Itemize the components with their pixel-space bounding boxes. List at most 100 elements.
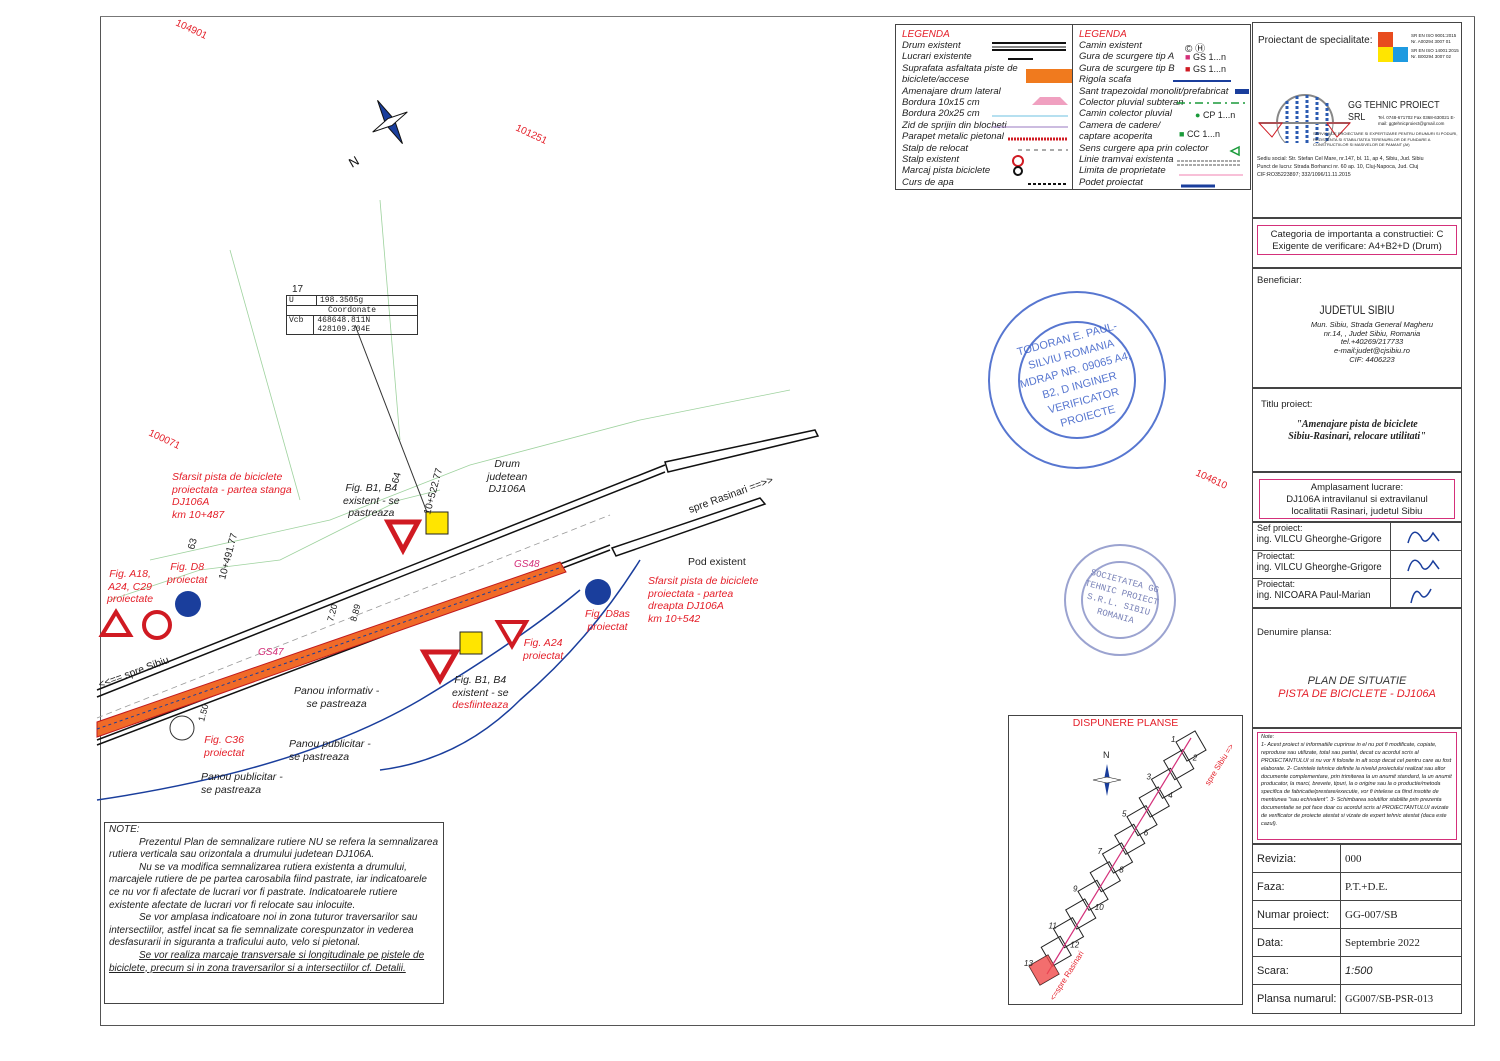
key-map-sheet-number: 10 <box>1095 903 1104 912</box>
legend-item: Limita de proprietate <box>1079 165 1166 177</box>
frame-top-line <box>100 16 1475 17</box>
width-7-20: 7.20 <box>325 603 339 623</box>
drawing-frame <box>100 16 1475 1026</box>
key-map-sheet <box>1114 823 1146 856</box>
info-row-scara: Scara:1:500 <box>1253 956 1461 985</box>
legend-right-symbols <box>1173 80 1249 188</box>
u-value: 198.3505g <box>320 296 364 305</box>
north-label: N <box>346 153 362 171</box>
sheet-name: PLAN DE SITUATIE <box>1307 675 1407 687</box>
legend-title: LEGENDA <box>902 29 950 40</box>
key-map-sheet-number: 7 <box>1098 847 1103 856</box>
legend-item: biciclete/accese <box>902 74 970 86</box>
vcb-value: 468648.811N 428109.304E <box>317 316 371 334</box>
info-row-plansa: Plansa numarul:GG007/SB-PSR-013 <box>1253 985 1461 1013</box>
gs-a-symbol: ■ GS 1...n <box>1185 52 1226 62</box>
legend-item: Bordura 20x25 cm <box>902 108 980 120</box>
company-logo <box>1257 94 1352 143</box>
legend-item: Camera de cadere/ <box>1079 119 1161 131</box>
designer-block: Proiectant de specialitate: SR EN ISO 90… <box>1252 22 1462 218</box>
beneficiary-name: JUDETUL SIBIU <box>1319 303 1395 317</box>
info-row-revizia: Revizia:000 <box>1253 844 1461 873</box>
parcel-104901: 104901 <box>174 18 209 42</box>
legend-box: LEGENDA Drum existent Lucrari existente … <box>895 24 1251 190</box>
key-map-sheet-number: 9 <box>1073 884 1078 893</box>
key-map-sheet-number: 4 <box>1168 791 1173 800</box>
info-row-numar: Numar proiect:GG-007/SB <box>1253 900 1461 929</box>
label-panou-publicitar-1: Panou publicitar -se pastreaza <box>289 738 371 763</box>
parcel-101251: 101251 <box>514 123 549 147</box>
signatures <box>1407 531 1440 604</box>
beneficiary-address: nr.14, , Judet Sibiu, Romania <box>1323 328 1421 338</box>
vcb-label: Vcb <box>287 316 315 334</box>
info-table: Revizia:000 Faza:P.T.+D.E. Numar proiect… <box>1252 844 1462 1014</box>
key-map-title: DISPUNERE PLANSE <box>1072 717 1179 729</box>
cc-symbol: ■ CC 1...n <box>1179 129 1220 139</box>
person-row: Sef proiect: ing. VILCU Gheorghe-Grigore <box>1253 523 1461 551</box>
profile-64: 64 <box>390 471 404 485</box>
legend-item: Lucrari existente <box>902 51 972 63</box>
designer-label: Proiectant de specialitate: <box>1258 35 1373 46</box>
project-title-block: Titlu proiect: "Amenajare pista de bicic… <box>1252 388 1462 472</box>
coord-label: Coordonate <box>287 306 417 316</box>
legend-item: Drum existent <box>902 40 961 51</box>
legend-item: Linie tramvai existenta <box>1079 154 1174 166</box>
person-row: Proiectat: ing. VILCU Gheorghe-Grigore <box>1253 551 1461 579</box>
address-sediu: Sediu social: Str. Stefan Cel Mare, nr.1… <box>1257 156 1424 162</box>
verifier-stamp <box>988 291 1166 469</box>
width-1-50: 1.50 <box>196 703 210 723</box>
legend-item: Stalp de relocat <box>902 142 969 154</box>
key-map-sheet-number: 8 <box>1119 866 1124 875</box>
legend-item: Marcaj pista biciclete <box>902 165 991 177</box>
property-lines <box>109 199 791 601</box>
km-10-491: 10+491.77 <box>217 532 240 581</box>
beneficiary-cif: CIF: 4406223 <box>1349 354 1395 364</box>
key-map-sheet-number: 13 <box>1024 959 1033 968</box>
legend-item: Sant trapezoidal monolit/prefabricat <box>1079 85 1229 97</box>
key-map-sheet <box>1150 767 1183 800</box>
company-cif: CIF:RO35223897; 332/1096/11.11.2015 <box>1257 172 1351 178</box>
key-map-sheet-number: 1 <box>1171 735 1175 744</box>
company-contact: Tel. 0748-671702 Fax 0368-630021 E-mail:… <box>1378 115 1456 126</box>
company-name: GG TEHNIC PROIECT SRL <box>1348 99 1440 123</box>
width-8-89: 8.89 <box>348 603 362 623</box>
beneficiary-address: Mun. Sibiu, Strada General Magheru <box>1310 320 1434 329</box>
label-panou-informativ: Panou informativ -se pastreaza <box>294 685 380 710</box>
key-map-sheet <box>1175 730 1207 762</box>
project-title-label: Titlu proiect: <box>1261 399 1313 410</box>
legend-title: LEGENDA <box>1079 29 1127 40</box>
bike-path <box>96 561 567 738</box>
label-panou-publicitar-2: Panou publicitar -se pastreaza <box>201 771 283 796</box>
key-map-sheet <box>1052 916 1085 949</box>
location-value: localitatii Rasinari, judetul Sibiu <box>1291 506 1423 517</box>
beneficiary-block: Beneficiar: JUDETUL SIBIU Mun. Sibiu, St… <box>1252 268 1462 388</box>
main-note-title: NOTE: <box>109 824 140 835</box>
sheet-name-label: Denumire plansa: <box>1257 627 1332 638</box>
category-block: Categoria de importanta a constructiei: … <box>1252 218 1462 268</box>
key-map-sheet <box>1126 804 1158 837</box>
profile-63: 63 <box>186 537 200 551</box>
beneficiary-email: e-mail:judet@cjsibiu.ro <box>1334 346 1410 356</box>
signature-divider <box>1390 523 1391 607</box>
company-stamp <box>1064 544 1176 656</box>
sheet-subtitle: PISTA DE BICICLETE - DJ106A <box>1278 688 1436 700</box>
key-map-sheet <box>1089 860 1121 893</box>
person-row: Proiectat: ing. NICOARA Paul-Marian <box>1256 579 1371 601</box>
legend-item: Colector pluvial subteran <box>1079 97 1184 109</box>
main-note-paragraph: Se vor realiza marcaje transversale si l… <box>109 949 425 974</box>
legend-item: Zid de sprijin din blocheti <box>902 119 1007 131</box>
iso-logo <box>1378 32 1408 62</box>
road-signs <box>98 511 611 741</box>
legend-item: Gura de scurgere tip B <box>1079 62 1175 74</box>
legend-item: Curs de apa <box>902 176 954 188</box>
gs47-label: GS47 <box>258 647 284 658</box>
